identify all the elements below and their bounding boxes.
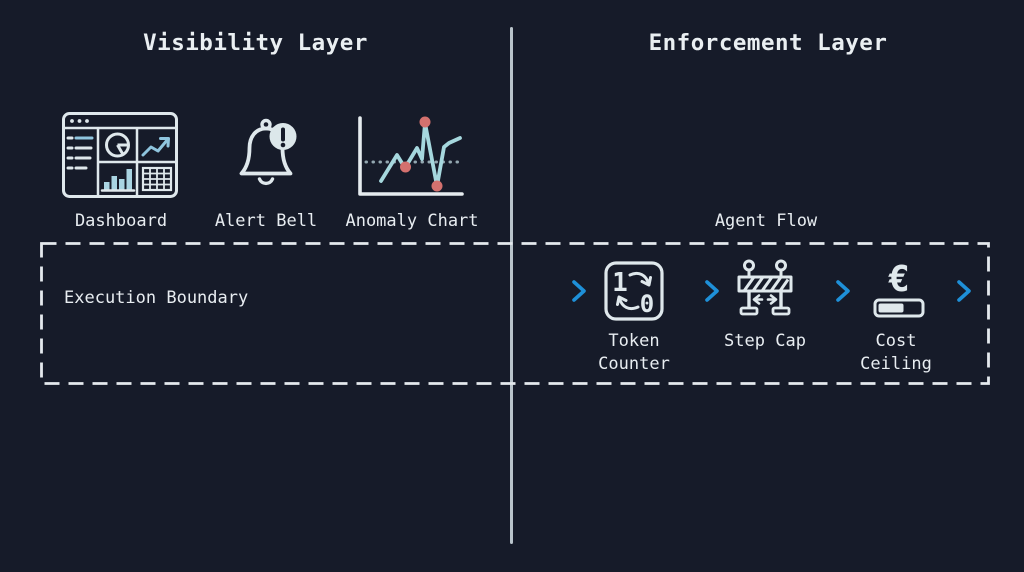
token-counter-label-line2: Counter: [598, 354, 670, 374]
visibility-layer-title: Visibility Layer: [143, 30, 368, 56]
dashboard-label: Dashboard: [74, 211, 168, 231]
execution-boundary-box: [40, 242, 990, 385]
cost-ceiling-icon: €: [872, 258, 926, 320]
euro-symbol: €: [888, 259, 910, 300]
token-counter-icon: 1 0: [603, 260, 665, 322]
flow-arrow-3: [805, 280, 850, 302]
token-counter-digit-from: 1: [612, 268, 628, 298]
layer-divider: [510, 27, 513, 544]
cost-ceiling-label: Cost Ceiling: [860, 330, 932, 376]
enforcement-layer-title: Enforcement Layer: [648, 30, 888, 56]
flow-arrow-2: [674, 280, 719, 302]
flow-arrow-4: [929, 280, 971, 302]
anomaly-chart-icon: [354, 110, 466, 200]
token-counter-digit-to: 0: [640, 290, 654, 318]
agent-flow-label: Agent Flow: [714, 211, 818, 231]
flow-arrow-1: [525, 280, 586, 302]
step-cap-icon: [736, 258, 794, 322]
anomaly-chart-label: Anomaly Chart: [345, 211, 479, 231]
dashboard-icon: [61, 111, 179, 199]
token-counter-label: Token Counter: [598, 330, 670, 376]
step-cap-label-line1: Step Cap: [724, 331, 806, 351]
cost-ceiling-label-line2: Ceiling: [860, 354, 932, 374]
step-cap-label: Step Cap: [724, 330, 806, 353]
token-counter-label-line1: Token: [608, 331, 660, 351]
execution-boundary-label: Execution Boundary: [64, 288, 249, 308]
cost-ceiling-label-line1: Cost: [875, 331, 917, 351]
alert-bell-icon: [234, 116, 298, 200]
alert-bell-label: Alert Bell: [214, 211, 318, 231]
